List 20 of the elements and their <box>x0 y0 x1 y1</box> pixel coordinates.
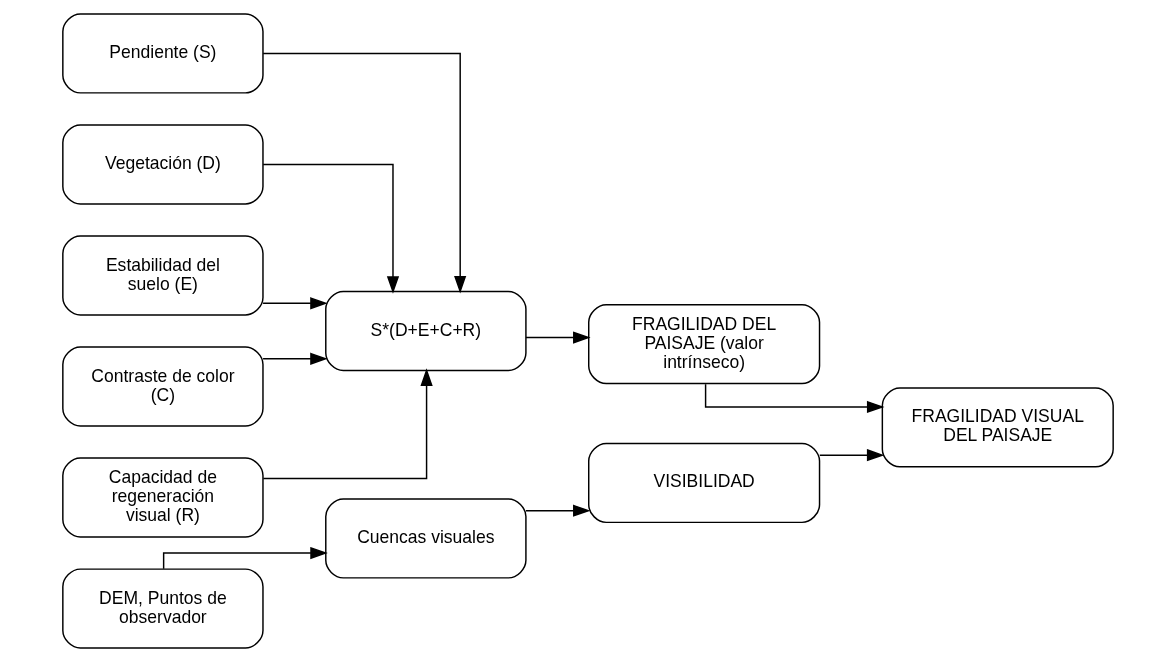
arrow <box>818 449 884 462</box>
arrow <box>524 331 591 344</box>
arrow <box>261 297 328 310</box>
node-box: Capacidad de regeneración visual (R) <box>61 457 264 538</box>
node-box: Cuencas visuales <box>324 498 527 579</box>
node-box: FRAGILIDAD DEL PAISAJE (valor intrínseco) <box>587 303 820 385</box>
node-box: VISIBILIDAD <box>587 442 820 524</box>
arrow <box>262 368 433 480</box>
node-box: DEM, Puntos de observador <box>61 568 264 649</box>
arrow <box>261 163 399 294</box>
node-box: Vegetación (D) <box>61 124 264 205</box>
node-box: FRAGILIDAD VISUAL DEL PAISAJE <box>881 387 1114 468</box>
node-box: Contraste de color (C) <box>61 346 264 427</box>
node-box: S*(D+E+C+R) <box>324 290 527 372</box>
arrow <box>524 504 591 517</box>
node-box: Pendiente (S) <box>61 13 264 94</box>
arrow <box>261 352 328 365</box>
arrow <box>704 383 884 414</box>
arrow <box>261 52 466 294</box>
node-box: Estabilidad del suelo (E) <box>61 235 264 316</box>
